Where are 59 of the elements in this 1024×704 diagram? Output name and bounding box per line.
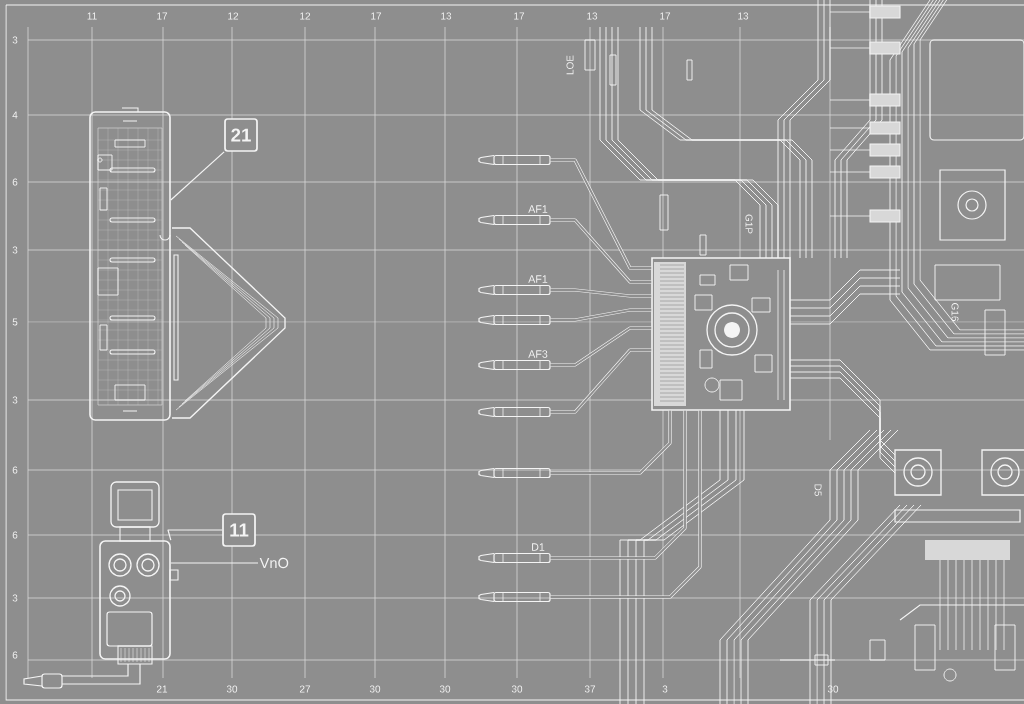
plug-connector-drawing: [478, 552, 551, 564]
plug-connector-drawing: [478, 214, 551, 226]
leader-line: [167, 529, 223, 541]
axis-label: 17: [660, 12, 671, 20]
axis-label: 30: [439, 685, 451, 693]
axis-label: 30: [827, 685, 839, 693]
plug-connector-drawing: [478, 359, 551, 371]
pin-label: AF1: [528, 205, 548, 213]
axis-label: 3: [12, 36, 18, 44]
axis-label: 13: [738, 12, 749, 20]
axis-label: 6: [12, 178, 18, 186]
axis-label: 12: [228, 12, 239, 20]
axis-label: 21: [156, 685, 168, 693]
connector-line: [549, 308, 653, 322]
connector-line: [549, 288, 653, 298]
axis-label: 3: [12, 246, 18, 254]
connector-line: [549, 326, 653, 367]
connector-line: [549, 409, 672, 475]
processor-chip-drawing: [651, 257, 791, 411]
part-label: G16: [951, 303, 959, 321]
leader-line: [170, 151, 225, 201]
plug-connector-drawing: [478, 591, 551, 603]
axis-label: 30: [511, 685, 523, 693]
callout-number: 11: [222, 513, 256, 547]
axis-label: 6: [12, 466, 18, 474]
axis-label: 37: [584, 685, 596, 693]
axis-label: 12: [300, 12, 311, 20]
axis-label: 3: [662, 685, 668, 693]
plug-connector-drawing: [478, 406, 551, 418]
axis-label: 5: [12, 318, 18, 326]
axis-label: 30: [226, 685, 238, 693]
signal-line: [170, 562, 259, 564]
part-label: D5: [814, 484, 822, 496]
pin-label: AF3: [528, 350, 548, 358]
axis-label: 4: [12, 111, 18, 119]
axis-label: 13: [587, 12, 598, 20]
plug-connector-drawing: [478, 154, 551, 166]
axis-label: 3: [12, 396, 18, 404]
connector-line: [549, 409, 702, 599]
plug-connector-drawing: [478, 467, 551, 479]
plug-connector-drawing: [478, 284, 551, 296]
pin-label: AF1: [528, 275, 548, 283]
part-label: LOE: [566, 55, 574, 75]
axis-label: 17: [514, 12, 525, 20]
axis-label: 30: [369, 685, 381, 693]
connector-line: [549, 218, 653, 284]
part-label: G1P: [745, 214, 753, 234]
connector-line: [549, 158, 653, 270]
axis-label: 17: [371, 12, 382, 20]
connector-line: [549, 348, 653, 414]
axis-label: 13: [441, 12, 452, 20]
axis-label: 27: [299, 685, 311, 693]
plug-connector-drawing: [478, 314, 551, 326]
axis-label: 11: [87, 12, 97, 20]
circuit-board-drawing: [89, 107, 286, 421]
connector-line: [549, 409, 687, 560]
axis-label: 17: [157, 12, 168, 20]
pin-label: D1: [532, 543, 545, 551]
port-label: VnO: [259, 557, 289, 569]
